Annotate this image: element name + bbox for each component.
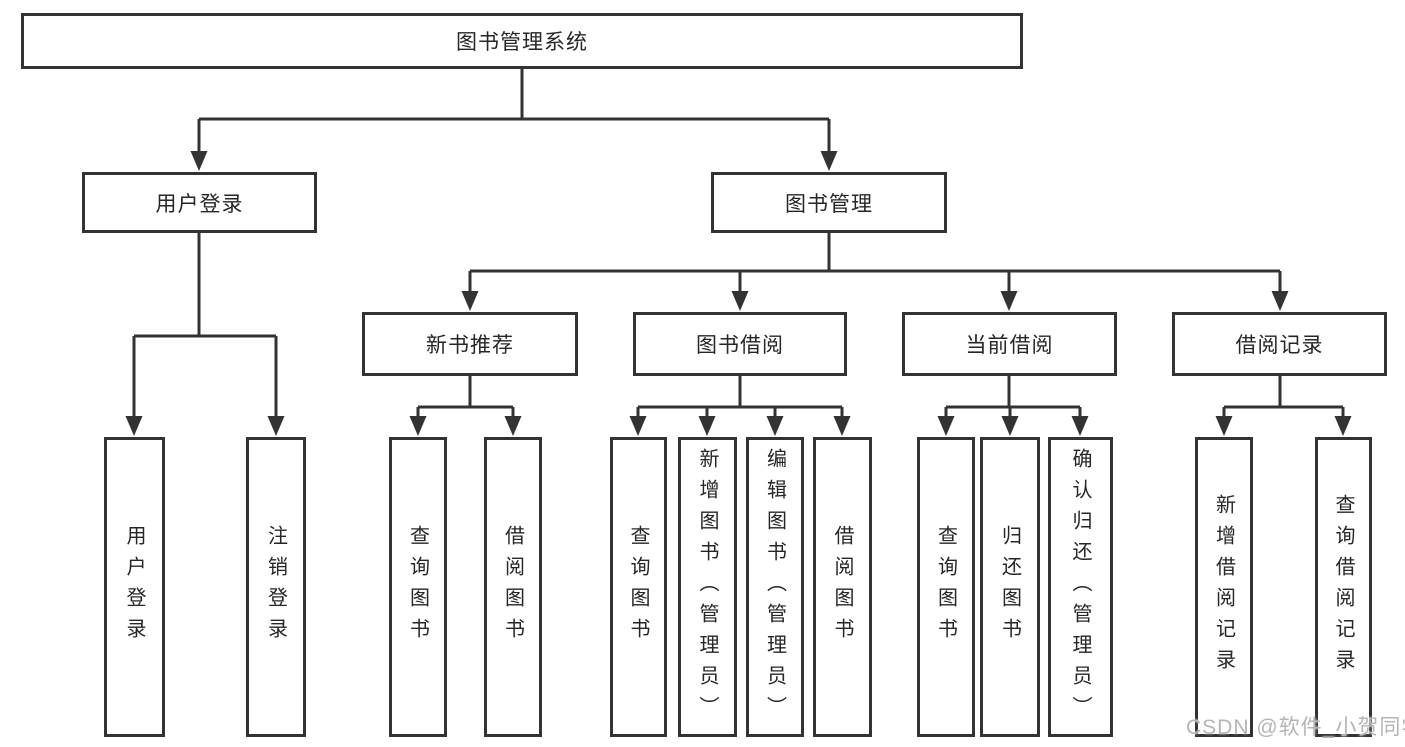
arrow-down-icon: [125, 416, 143, 436]
leaf-query-books: 查询图书: [389, 437, 447, 737]
connector-current-borrow-to-leaves: [944, 376, 1082, 420]
node-current-borrowing: 当前借阅: [902, 312, 1117, 376]
arrow-down-icon: [461, 291, 479, 311]
arrow-down-icon: [409, 416, 427, 436]
leaf-borrow-books: 借阅图书: [484, 437, 542, 737]
leaf-query-books: 查询图书: [917, 437, 975, 737]
arrow-down-icon: [190, 151, 208, 171]
arrow-down-icon: [820, 151, 838, 171]
node-library-management-system: 图书管理系统: [21, 13, 1023, 69]
arrow-down-icon: [1001, 416, 1019, 436]
arrow-down-icon: [1271, 291, 1289, 311]
arrow-down-icon: [731, 291, 749, 311]
leaf-query-borrow-record: 查询借阅记录: [1315, 437, 1372, 737]
connector-borrow-records-to-leaves: [1222, 376, 1345, 420]
arrow-down-icon: [629, 416, 647, 436]
arrow-down-icon: [1334, 416, 1352, 436]
node-new-book-recommendation: 新书推荐: [362, 312, 578, 376]
arrow-down-icon: [766, 416, 784, 436]
node-user-login: 用户登录: [82, 172, 317, 233]
connector-new-books-to-leaves: [416, 376, 515, 420]
connector-book-borrow-to-leaves: [636, 376, 844, 420]
leaf-add-books-admin: 新增图书（管理员）: [678, 437, 737, 737]
leaf-borrow-books: 借阅图书: [813, 437, 872, 737]
arrow-down-icon: [504, 416, 522, 436]
arrow-down-icon: [267, 416, 285, 436]
connector-user-login-to-leaves: [132, 233, 278, 420]
leaf-edit-books-admin: 编辑图书（管理员）: [746, 437, 804, 737]
leaf-add-borrow-record: 新增借阅记录: [1195, 437, 1253, 737]
arrow-down-icon: [1000, 291, 1018, 311]
arrow-down-icon: [833, 416, 851, 436]
leaf-query-books: 查询图书: [610, 437, 667, 737]
node-book-management: 图书管理: [711, 172, 947, 233]
leaf-logout: 注销登录: [246, 437, 306, 737]
arrow-down-icon: [698, 416, 716, 436]
arrow-down-icon: [1071, 416, 1089, 436]
connector-root-to-level2: [197, 69, 831, 155]
arrow-down-icon: [937, 416, 955, 436]
csdn-watermark: CSDN @软件_小贺同学: [1186, 716, 1405, 739]
leaf-confirm-return-admin: 确认归还（管理员）: [1048, 437, 1113, 737]
node-book-borrowing: 图书借阅: [633, 312, 847, 376]
leaf-user-login: 用户登录: [104, 437, 165, 737]
node-borrowing-records: 借阅记录: [1172, 312, 1387, 376]
connector-book-management-to-level3: [468, 233, 1282, 295]
leaf-return-books: 归还图书: [980, 437, 1040, 737]
arrow-down-icon: [1215, 416, 1233, 436]
